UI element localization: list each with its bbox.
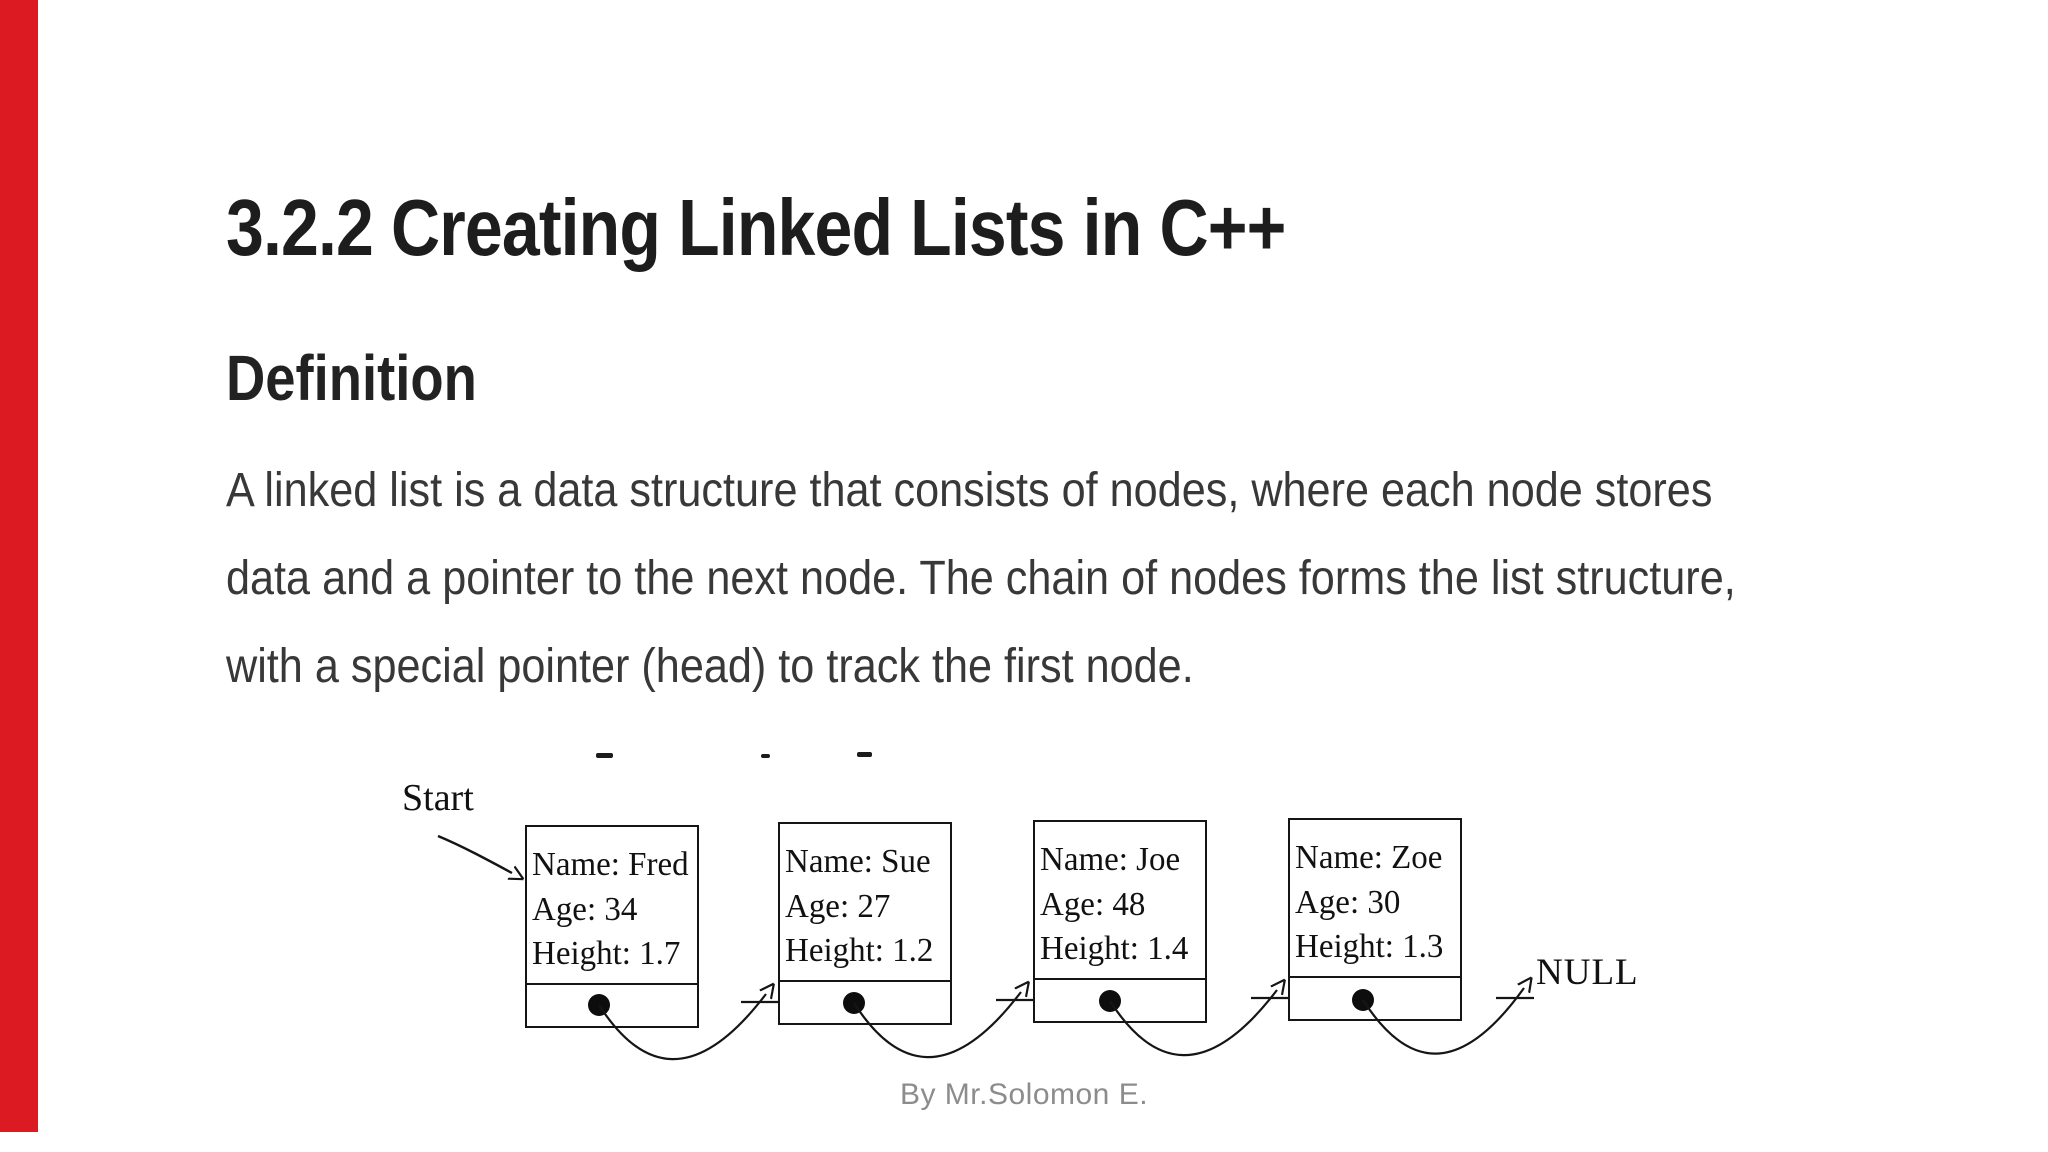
node-height-line: Height: 1.4 xyxy=(1040,930,1189,967)
section-heading-definition: Definition xyxy=(226,342,477,414)
node-height-line: Height: 1.3 xyxy=(1295,928,1444,965)
node-age-line: Age: 34 xyxy=(532,890,638,928)
paragraph-line-2: data and a pointer to the next node. The… xyxy=(226,552,1736,605)
list-node-sue: Name: Sue Age: 27 Height: 1.2 xyxy=(778,822,952,1025)
node-age-line: Age: 48 xyxy=(1040,885,1146,923)
start-pointer-label: Start xyxy=(402,777,474,819)
cropped-text-artifact xyxy=(761,754,770,758)
list-node-zoe: Name: Zoe Age: 30 Height: 1.3 xyxy=(1288,818,1462,1021)
cropped-text-artifact xyxy=(857,752,872,757)
node-pointer-cell xyxy=(1035,978,1205,1021)
node-name-line: Name: Zoe xyxy=(1295,839,1443,876)
node-data-cell: Name: Zoe Age: 30 Height: 1.3 xyxy=(1290,820,1460,994)
cropped-text-artifact xyxy=(596,753,613,758)
null-label: NULL xyxy=(1536,952,1639,993)
list-node-joe: Name: Joe Age: 48 Height: 1.4 xyxy=(1033,820,1207,1023)
node-data-cell: Name: Fred Age: 34 Height: 1.7 xyxy=(527,827,697,1001)
node-age-line: Age: 27 xyxy=(785,887,891,925)
page-title: 3.2.2 Creating Linked Lists in C++ xyxy=(226,183,1286,272)
node-pointer-cell xyxy=(780,980,950,1023)
paragraph-line-3: with a special pointer (head) to track t… xyxy=(226,640,1194,693)
left-accent-bar xyxy=(0,0,38,1132)
node-age-line: Age: 30 xyxy=(1295,883,1401,921)
node-pointer-cell xyxy=(1290,976,1460,1019)
node-height-line: Height: 1.2 xyxy=(785,932,934,969)
node-data-cell: Name: Sue Age: 27 Height: 1.2 xyxy=(780,824,950,998)
node-data-cell: Name: Joe Age: 48 Height: 1.4 xyxy=(1035,822,1205,996)
node-name-line: Name: Sue xyxy=(785,843,931,880)
node-name-line: Name: Joe xyxy=(1040,841,1181,878)
node-pointer-cell xyxy=(527,983,697,1026)
start-arrow xyxy=(437,834,512,873)
definition-paragraph: A linked list is a data structure that c… xyxy=(226,447,2046,711)
node-name-line: Name: Fred xyxy=(532,846,689,883)
list-node-fred: Name: Fred Age: 34 Height: 1.7 xyxy=(525,825,699,1028)
paragraph-line-1: A linked list is a data structure that c… xyxy=(226,464,1713,517)
author-credit: By Mr.Solomon E. xyxy=(899,1078,1149,1111)
node-height-line: Height: 1.7 xyxy=(532,935,681,972)
